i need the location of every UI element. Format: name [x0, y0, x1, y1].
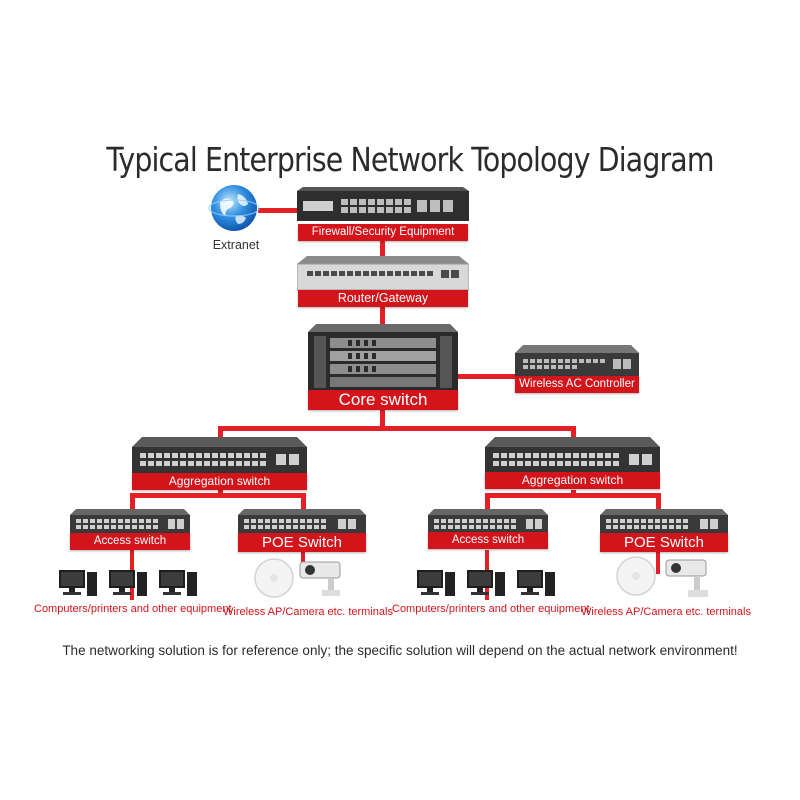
line-core-wac [455, 374, 517, 379]
firewall-label-text: Firewall/Security Equipment [312, 224, 455, 241]
access-switch-left-label-text: Access switch [94, 533, 166, 550]
poe-switch-right-label: POE Switch [600, 533, 728, 552]
wireless-terminal-icons-right [612, 552, 722, 604]
terminals-computers-right-label: Computers/printers and other equipment [392, 603, 580, 615]
wireless-ac-device [515, 345, 639, 377]
aggregation-switch-right-label-text: Aggregation switch [522, 472, 623, 489]
camera-icon [300, 562, 340, 596]
poe-switch-right-device [600, 509, 728, 534]
aggregation-switch-left-label-text: Aggregation switch [169, 473, 270, 490]
line-core-agg-horizontal [218, 426, 576, 431]
wireless-terminal-icons-left [250, 556, 350, 602]
core-switch-label-text: Core switch [339, 390, 428, 410]
access-switch-right-device [428, 509, 548, 534]
access-switch-right-label: Access switch [428, 532, 548, 549]
access-switch-left-device [70, 509, 190, 534]
access-point-icon [255, 559, 293, 597]
poe-switch-right-label-text: POE Switch [624, 533, 704, 552]
firewall-device [297, 187, 469, 225]
line-agg-left-horizontal [130, 493, 306, 498]
aggregation-switch-right-device [485, 437, 660, 475]
computer-icons-right [413, 568, 563, 600]
extranet-label: Extranet [200, 238, 272, 252]
terminals-wireless-right-label: Wireless AP/Camera etc. terminals [580, 606, 752, 618]
poe-switch-left-device [238, 509, 366, 534]
footnote: The networking solution is for reference… [0, 643, 800, 658]
computer-icon [59, 570, 97, 596]
terminals-wireless-left-label: Wireless AP/Camera etc. terminals [222, 606, 394, 618]
access-switch-right-label-text: Access switch [452, 532, 524, 549]
line-extranet-firewall [258, 208, 302, 213]
poe-switch-left-label: POE Switch [238, 533, 366, 552]
wireless-ac-label-text: Wireless AC Controller [519, 376, 635, 393]
page-title: Typical Enterprise Network Topology Diag… [92, 140, 728, 179]
core-switch-device [308, 324, 458, 392]
router-label: Router/Gateway [298, 290, 468, 307]
router-device [297, 256, 469, 292]
core-switch-label: Core switch [308, 390, 458, 410]
line-agg-right-horizontal [485, 493, 661, 498]
aggregation-switch-left-device [132, 437, 307, 475]
aggregation-switch-left-label: Aggregation switch [132, 473, 307, 490]
poe-switch-left-label-text: POE Switch [262, 533, 342, 552]
firewall-label: Firewall/Security Equipment [298, 224, 468, 241]
globe-icon [208, 182, 260, 234]
terminals-computers-left-label: Computers/printers and other equipment [34, 603, 222, 615]
wireless-ac-label: Wireless AC Controller [515, 376, 639, 393]
access-switch-left-label: Access switch [70, 533, 190, 550]
aggregation-switch-right-label: Aggregation switch [485, 472, 660, 489]
line-core-down [380, 408, 385, 428]
computer-icons-left [55, 568, 205, 600]
camera-icon [666, 560, 708, 597]
router-label-text: Router/Gateway [338, 290, 428, 307]
access-point-icon [617, 557, 655, 595]
